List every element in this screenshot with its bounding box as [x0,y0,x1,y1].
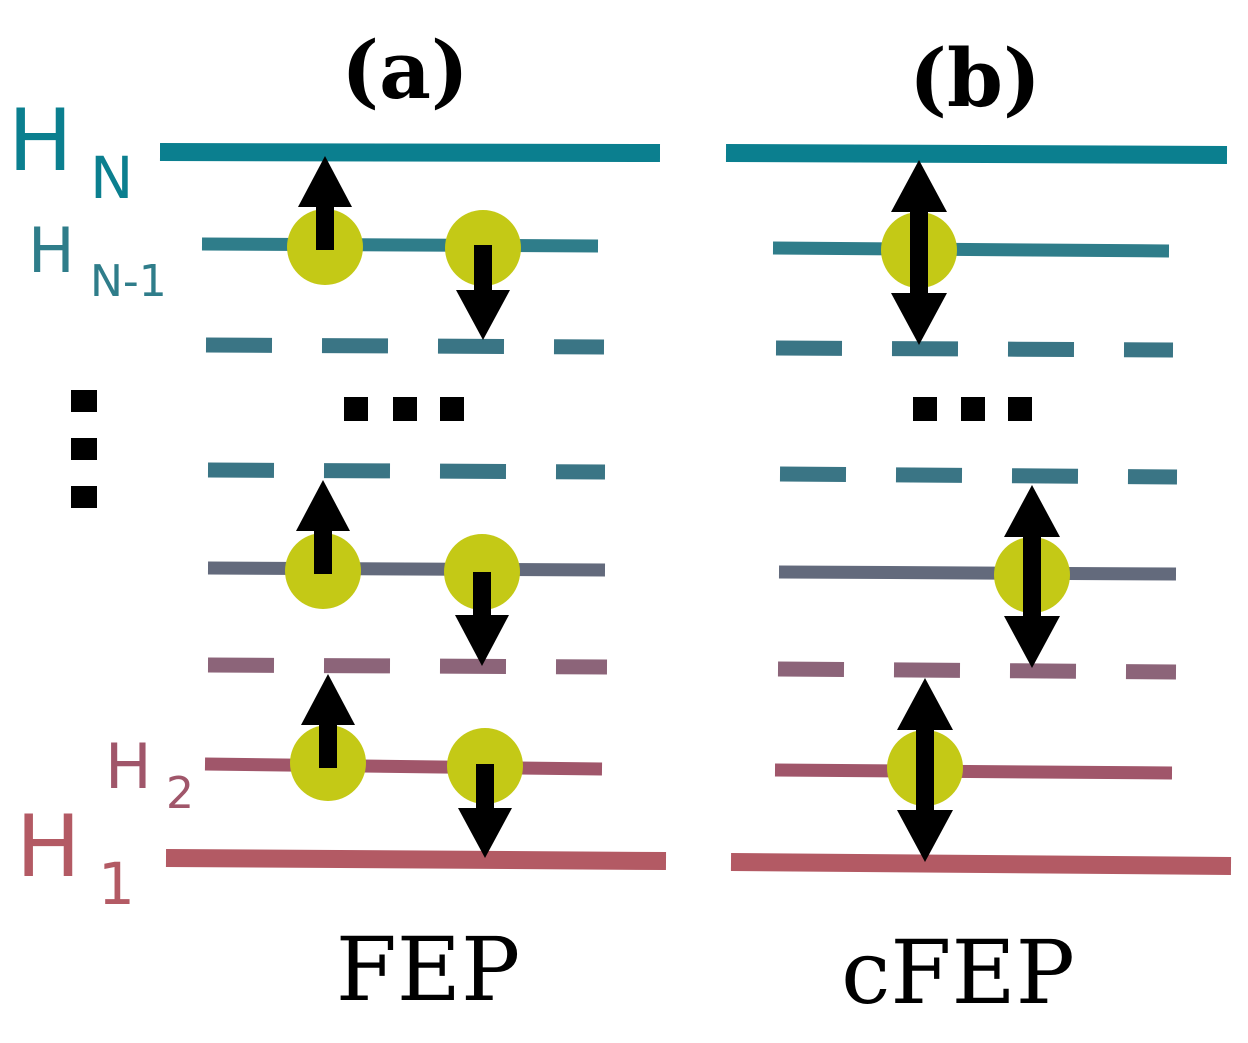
dashed-level-upper-a [205,337,605,355]
arrow-up-icon [296,480,350,574]
double-arrow-icon [897,678,953,862]
double-arrow-icon [1004,485,1060,668]
vertical-ellipsis [71,390,97,508]
panel-b-label: (b) [909,31,1041,125]
level-mid-a [207,561,606,577]
arrow-down-icon [458,764,512,858]
level-mid-b [778,565,1177,581]
label-h1: H 1 [16,797,135,918]
label-hn-base: H [8,91,73,191]
label-h2-base: H [105,730,152,803]
arrow-up-icon [301,674,355,768]
label-h2: H 2 [105,730,194,819]
level-h1-a [165,849,667,870]
label-hn1-sub: N-1 [90,256,167,307]
level-h2-b [774,763,1173,780]
level-h1-b [730,853,1232,875]
label-hn1-base: H [28,214,75,287]
label-hn-sub: N [90,144,133,212]
label-hn: H N [8,91,133,212]
dashed-level-upper-b [775,340,1174,358]
label-h1-sub: 1 [98,850,135,918]
caption-fep: FEP [336,918,521,1021]
label-hn1: H N-1 [28,214,167,307]
horizontal-ellipsis-b [913,397,1032,421]
level-hn-a [159,143,661,162]
label-h2-sub: 2 [166,768,194,819]
level-h2-a [204,757,603,776]
dashed-level-mid-b [779,466,1178,485]
panel-a [159,143,667,870]
label-h1-base: H [16,797,81,897]
level-hn1-b [772,241,1170,258]
double-arrow-icon [891,160,947,345]
dashed-level-lower-a [207,657,608,675]
arrow-up-icon [298,156,352,250]
level-hn1-a [201,237,599,253]
level-hn-b [725,144,1228,164]
caption-cfep: cFEP [841,921,1075,1024]
dashed-level-lower-b [777,661,1177,680]
panel-b [725,144,1232,875]
arrow-down-icon [455,572,509,666]
panel-a-label: (a) [341,23,469,117]
dashed-level-mid-a [207,462,606,480]
arrow-down-icon [456,245,510,340]
horizontal-ellipsis-a [344,397,464,421]
